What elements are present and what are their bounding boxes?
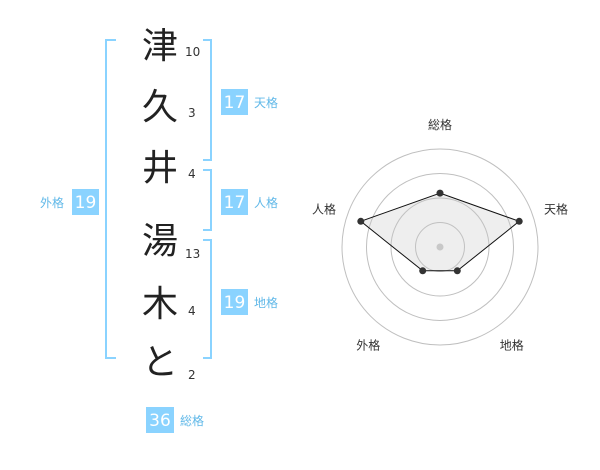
chikaku-value: 19 <box>224 293 246 313</box>
jinkaku-badge-box <box>221 189 248 215</box>
radar-point-4 <box>419 267 427 275</box>
soukaku-value: 36 <box>149 411 171 431</box>
soukaku-badge-box <box>146 407 174 433</box>
gaikaku-badge-box <box>72 189 99 215</box>
tenkaku-badge: 17 天格 <box>221 89 278 115</box>
tenkaku-value: 17 <box>224 93 246 113</box>
radar-polygon <box>359 192 521 272</box>
name-char-2: 久 <box>142 87 178 128</box>
radar-point-5 <box>357 217 365 225</box>
chikaku-badge-box <box>221 289 248 315</box>
gaikaku-value: 19 <box>75 193 97 213</box>
chikaku-label: 地格 <box>254 295 278 310</box>
stroke-count-6: 2 <box>188 368 196 382</box>
tenkaku-bracket <box>203 39 212 161</box>
chikaku-bracket <box>203 239 212 359</box>
tenkaku-label: 天格 <box>254 95 278 110</box>
name-char-5: 木 <box>142 284 178 325</box>
radar-axis-label-2: 天格 <box>544 201 568 216</box>
radar-ring-1 <box>415 222 465 272</box>
name-char-4: 湯 <box>142 221 178 262</box>
radar-ring-3 <box>366 173 514 321</box>
name-char-3: 井 <box>142 148 178 189</box>
soukaku-label: 総格 <box>180 413 204 428</box>
jinkaku-label: 人格 <box>254 195 278 210</box>
stroke-count-5: 4 <box>188 304 196 318</box>
brackets <box>105 39 212 359</box>
stroke-count-3: 4 <box>188 167 196 181</box>
soukaku-badge: 36 総格 <box>146 407 204 433</box>
gaikaku-label: 外格 <box>40 195 64 210</box>
radar-ring-4 <box>341 148 539 346</box>
jinkaku-bracket <box>203 169 212 231</box>
stroke-count-2: 3 <box>188 106 196 120</box>
radar-point-3 <box>453 267 461 275</box>
stroke-count-1: 10 <box>185 45 200 59</box>
jinkaku-badge: 17 人格 <box>221 189 278 215</box>
jinkaku-value: 17 <box>224 193 246 213</box>
name-column: 津 10 久 3 井 4 湯 13 木 4 と 2 <box>142 26 200 383</box>
radar-point-2 <box>515 217 523 225</box>
tenkaku-badge-box <box>221 89 248 115</box>
radar-axis-label-1: 総格 <box>428 117 452 132</box>
chikaku-badge: 19 地格 <box>221 289 278 315</box>
gaikaku-bracket <box>105 39 116 359</box>
stroke-count-4: 13 <box>185 247 200 261</box>
radar-axis-label-3: 地格 <box>500 338 524 353</box>
name-char-1: 津 <box>142 26 178 67</box>
radar-point-1 <box>436 189 444 197</box>
gaikaku-badge: 外格 19 <box>40 189 99 215</box>
radar-axis-label-5: 人格 <box>312 201 336 216</box>
score-badges: 17 天格 17 人格 19 地格 外格 19 36 総格 <box>40 89 278 433</box>
name-char-6: と <box>142 342 178 383</box>
radar-axis-label-4: 外格 <box>356 338 380 353</box>
radar-center-dot <box>436 243 444 251</box>
radar-ring-2 <box>390 197 490 297</box>
